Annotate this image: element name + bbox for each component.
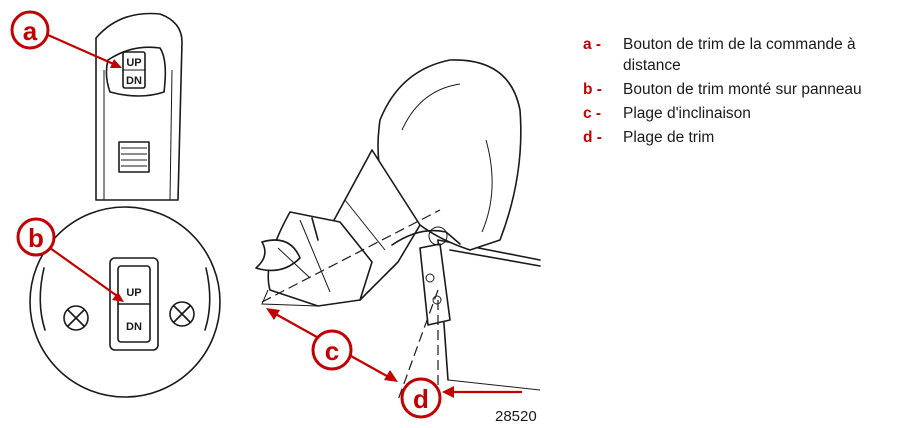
legend-key: a -	[583, 36, 602, 53]
callout-b-label: b	[28, 223, 44, 253]
trim-illustration: UP DN UP DN	[10, 10, 541, 425]
legend-item-a: a - Bouton de trim de la commande à dist…	[583, 34, 913, 76]
legend-key: b -	[583, 81, 602, 98]
callout-c: c	[266, 308, 398, 382]
callout-c-label: c	[325, 336, 339, 366]
legend-text: Bouton de trim de la commande à distance	[623, 36, 856, 74]
callout-d: d	[400, 377, 522, 419]
legend-list: a - Bouton de trim de la commande à dist…	[583, 34, 913, 151]
callout-a-label: a	[23, 16, 38, 46]
callout-b: b	[16, 217, 124, 302]
grip-ridges	[118, 141, 150, 173]
handle-trim-switch: UP DN	[122, 51, 146, 89]
remote-control-handle: UP DN	[95, 12, 183, 201]
legend-item-b: b - Bouton de trim monté sur panneau	[583, 79, 913, 100]
outboard-motor	[255, 59, 541, 391]
legend-text: Plage d'inclinaison	[623, 105, 751, 122]
handle-switch-dn-label: DN	[126, 75, 142, 87]
screw-left-icon	[63, 305, 89, 331]
legend-text: Plage de trim	[623, 129, 715, 146]
screw-right-icon	[169, 301, 195, 327]
legend-key: c -	[583, 105, 602, 122]
panel-mounted-switch: UP DN	[29, 206, 221, 398]
panel-switch-up-label: UP	[126, 287, 141, 299]
callout-d-label: d	[413, 384, 429, 414]
panel-switch-dn-label: DN	[126, 321, 142, 333]
legend-item-c: c - Plage d'inclinaison	[583, 103, 913, 124]
legend-key: d -	[583, 129, 602, 146]
tilt-range-line	[397, 289, 439, 401]
callout-a: a	[10, 10, 122, 68]
figure-number: 28520	[495, 408, 537, 425]
legend-text: Bouton de trim monté sur panneau	[623, 81, 862, 98]
legend-item-d: d - Plage de trim	[583, 127, 913, 148]
handle-switch-up-label: UP	[126, 57, 141, 69]
